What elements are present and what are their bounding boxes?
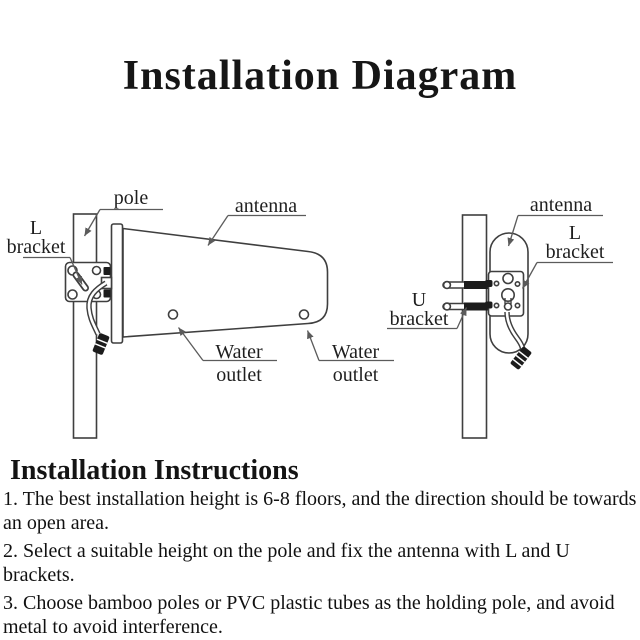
right-pole-shape xyxy=(461,214,488,439)
left-antenna-shape xyxy=(122,227,329,338)
label-antenna-left: antenna xyxy=(234,195,298,217)
left-antenna-backplate xyxy=(110,223,124,344)
label-pole: pole xyxy=(113,187,149,209)
left-leader-lines xyxy=(23,208,394,362)
label-u-bracket-line1: U xyxy=(411,289,427,311)
label-water-outlet-rear-line2: outlet xyxy=(332,364,379,386)
right-l-bracket-shape xyxy=(485,270,525,317)
label-u-bracket: U bracket xyxy=(380,289,458,330)
water-outlet-hole-front xyxy=(167,309,179,320)
left-view xyxy=(23,208,394,439)
label-l-bracket-left-line1: L xyxy=(29,217,43,239)
label-l-bracket-right: L bracket xyxy=(537,222,613,263)
label-l-bracket-right-line2: bracket xyxy=(545,240,605,263)
label-water-outlet-front-line1: Water xyxy=(215,341,263,363)
instruction-item-3: 3. Choose bamboo poles or PVC plastic tu… xyxy=(3,592,615,638)
label-l-bracket-left-line2: bracket xyxy=(6,235,66,258)
right-cable-connector-icon xyxy=(510,346,532,370)
label-l-bracket-right-line1: L xyxy=(568,222,582,244)
instructions-list: 1. The best installation height is 6-8 f… xyxy=(3,487,637,640)
instruction-item-1: 1. The best installation height is 6-8 f… xyxy=(3,488,637,534)
label-l-bracket-left: L bracket xyxy=(0,217,72,258)
water-outlet-hole-rear xyxy=(298,309,310,320)
right-cable xyxy=(504,311,532,370)
label-water-outlet-rear: Water outlet xyxy=(317,341,394,386)
instruction-item-2: 2. Select a suitable height on the pole … xyxy=(3,540,570,586)
label-antenna-right: antenna xyxy=(529,194,593,216)
label-water-outlet-rear-line1: Water xyxy=(331,341,380,363)
right-view xyxy=(387,214,613,439)
label-water-outlet-front: Water outlet xyxy=(201,341,277,386)
left-cable-connector-icon xyxy=(92,333,110,355)
right-leader-lines xyxy=(387,214,613,330)
label-u-bracket-line2: bracket xyxy=(389,307,449,330)
left-cable xyxy=(86,276,113,355)
instructions-heading: Installation Instructions xyxy=(10,455,299,486)
page-title: Installation Diagram xyxy=(122,53,518,99)
label-water-outlet-front-line2: outlet xyxy=(216,364,262,386)
